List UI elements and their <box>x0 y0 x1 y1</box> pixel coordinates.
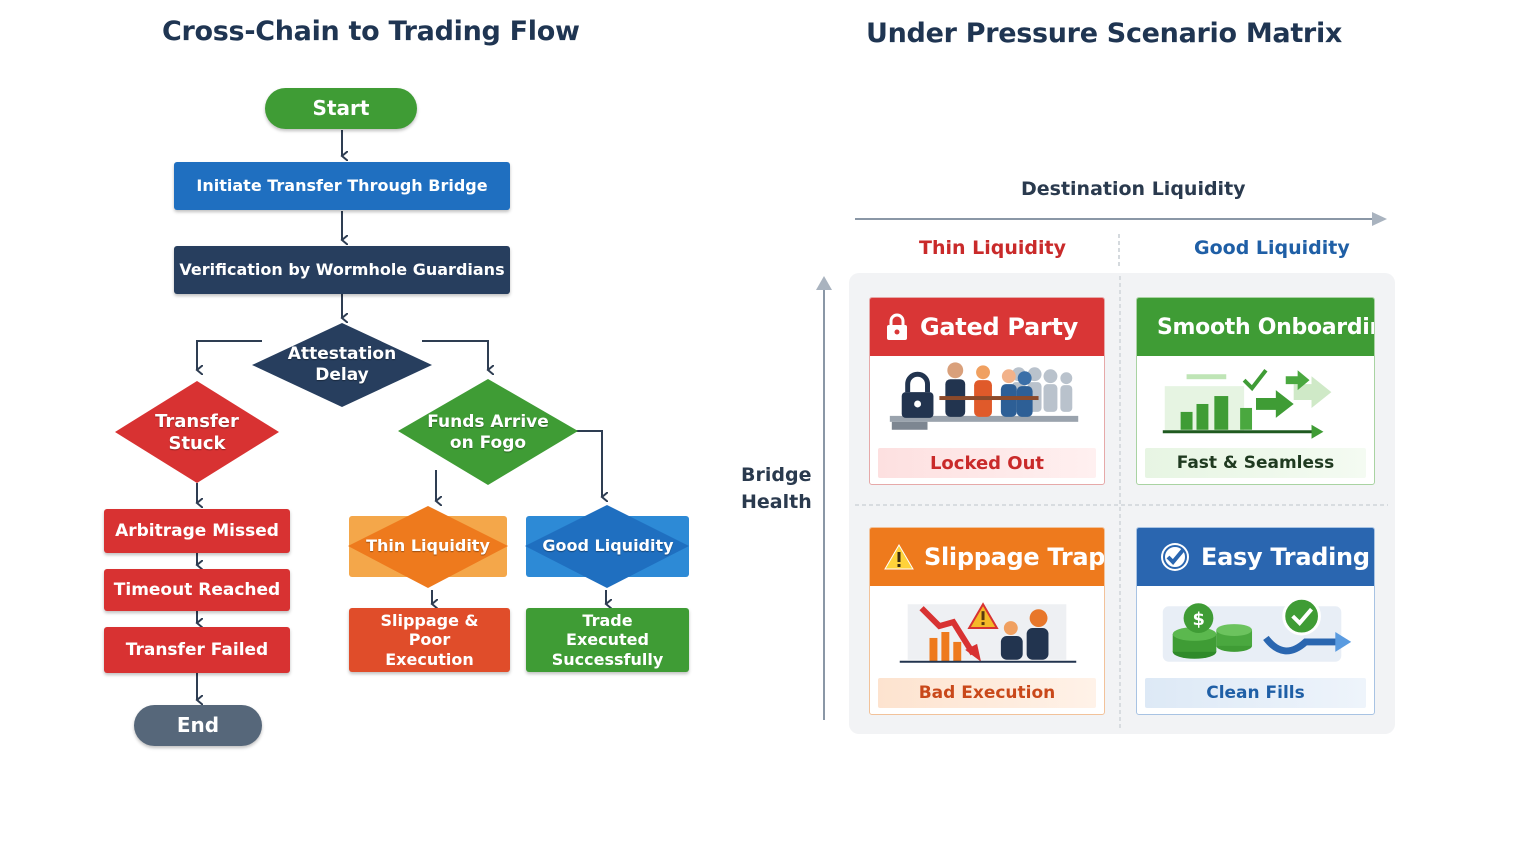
arbitrage-missed-step: Arbitrage Missed <box>104 509 290 553</box>
matrix-title: Under Pressure Scenario Matrix <box>866 18 1343 49</box>
trade-executed-outcome: Trade Executed Successfully <box>526 608 689 672</box>
transfer-failed-step: Transfer Failed <box>104 627 290 673</box>
slippage-trap-caption: Bad Execution <box>878 678 1096 708</box>
warning-icon <box>884 543 914 571</box>
timeout-reached-step: Timeout Reached <box>104 569 290 611</box>
market-drop-illustration <box>899 602 1077 663</box>
easy-trading-title: Easy Trading <box>1201 543 1370 571</box>
check-badge-icon <box>1159 541 1191 573</box>
end-node: End <box>134 705 262 746</box>
x-axis-label: Destination Liquidity <box>1021 178 1246 200</box>
initiate-transfer-step: Initiate Transfer Through Bridge <box>174 162 510 210</box>
flow-title: Cross-Chain to Trading Flow <box>162 16 580 47</box>
growth-arrows-illustration <box>1162 369 1332 439</box>
lock-icon <box>884 313 910 341</box>
column-good-liquidity: Good Liquidity <box>1194 237 1350 259</box>
verification-step: Verification by Wormhole Guardians <box>174 246 510 294</box>
money-check-illustration: $ <box>1162 596 1352 662</box>
attestation-diamond <box>252 323 432 407</box>
card-easy-trading: Easy Trading $ Clean Fills <box>1136 527 1375 715</box>
smooth-onboarding-caption: Fast & Seamless <box>1145 448 1366 478</box>
start-node: Start <box>265 88 417 129</box>
smooth-onboarding-title: Smooth Onboarding <box>1157 314 1374 340</box>
locked-crowd-illustration <box>889 362 1079 430</box>
arrive-diamond <box>398 379 578 485</box>
slippage-trap-title: Slippage Trap <box>924 543 1105 571</box>
card-slippage-trap: Slippage Trap Bad Execution <box>869 527 1105 715</box>
stuck-diamond <box>115 381 279 483</box>
slippage-outcome: Slippage & Poor Execution <box>349 608 510 672</box>
column-thin-liquidity: Thin Liquidity <box>919 237 1066 259</box>
gated-party-title: Gated Party <box>920 313 1078 341</box>
y-axis-label: Bridge Health <box>741 464 812 513</box>
card-smooth-onboarding: Smooth Onboarding Fast & Seamless <box>1136 297 1375 485</box>
easy-trading-caption: Clean Fills <box>1145 678 1366 708</box>
gated-party-caption: Locked Out <box>878 448 1096 478</box>
svg-text:$: $ <box>1193 609 1205 630</box>
card-gated-party: Gated Party Locked Out <box>869 297 1105 485</box>
